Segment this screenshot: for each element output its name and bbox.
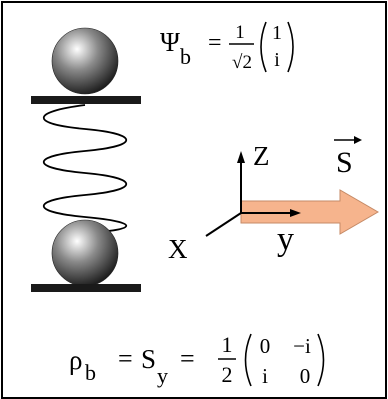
psi-vector-bottom: i: [274, 49, 280, 71]
z-axis-label: Z: [253, 141, 270, 171]
psi-vector-top: 1: [272, 22, 282, 44]
psi-symbol: Ψ: [160, 27, 180, 57]
half-denominator: 2: [222, 362, 233, 387]
half-numerator: 1: [222, 332, 233, 357]
bottom-ball-icon: [51, 219, 119, 287]
rho-equals: =: [118, 344, 133, 373]
rho-symbol: ρ: [69, 345, 82, 375]
density-matrix-formula: ρ b = S y = 1 2 0 −i i 0: [69, 332, 325, 388]
top-ball-icon: [51, 27, 119, 95]
spring-coil-icon: [42, 104, 128, 234]
s-symbol: S: [141, 344, 156, 374]
spin-arrow-icon: [240, 189, 379, 235]
psi-frac-denominator: √2: [232, 52, 252, 73]
psi-left-paren: [260, 21, 267, 73]
x-axis-label: X: [168, 234, 188, 264]
psi-subscript: b: [180, 44, 191, 69]
psi-right-paren: [287, 21, 294, 73]
z-arrowhead: [237, 151, 245, 163]
psi-frac-numerator: 1: [235, 22, 245, 43]
spin-vector-label: S: [336, 146, 353, 179]
y-axis-label: y: [277, 221, 294, 258]
matrix-cell-01: −i: [293, 334, 311, 358]
s-equals: =: [180, 344, 195, 373]
bottom-plate: [31, 284, 141, 292]
y-arrowhead: [290, 209, 301, 217]
coordinate-axes: [205, 155, 297, 237]
matrix-right-paren: [317, 333, 325, 387]
matrix-cell-10: i: [262, 364, 268, 388]
matrix-cell-11: 0: [300, 364, 311, 388]
wavefunction-formula: Ψ b = 1 √2 1 i: [160, 21, 294, 73]
s-subscript: y: [157, 363, 168, 388]
matrix-left-paren: [244, 333, 252, 387]
matrix-cell-00: 0: [260, 334, 271, 358]
s-vector-arrowhead: [354, 136, 362, 144]
top-plate: [31, 96, 141, 104]
rho-subscript: b: [85, 360, 96, 385]
x-axis: [205, 212, 242, 237]
psi-equals: =: [208, 30, 222, 56]
